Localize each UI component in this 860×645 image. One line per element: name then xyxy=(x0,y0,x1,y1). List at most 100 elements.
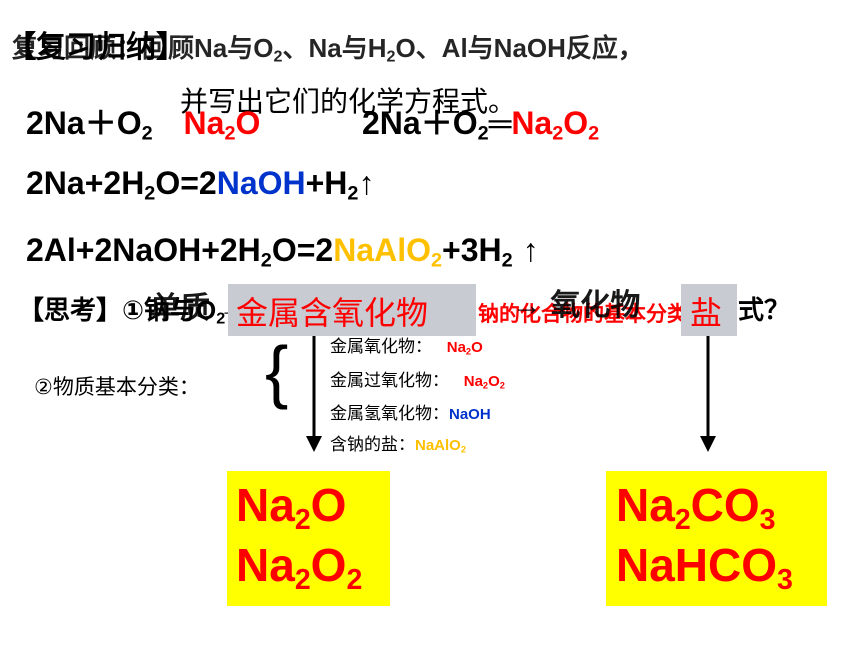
formula-na: Na xyxy=(236,539,295,591)
sub: 2 xyxy=(273,47,283,66)
salt-box-label: 盐 xyxy=(690,288,722,334)
salt-answer-line1: Na2CO3 xyxy=(616,478,776,534)
formula-co: CO xyxy=(690,479,760,531)
sub: 2 xyxy=(224,122,236,145)
sub: 2 xyxy=(346,563,363,596)
classification-brace: { xyxy=(265,336,288,406)
oxide-box-text: 金属含氧化物 xyxy=(236,295,429,331)
salt-answer-line2: NaHCO3 xyxy=(616,538,793,594)
classification-label: ②物质基本分类： xyxy=(34,371,200,401)
sub: 2 xyxy=(588,122,600,145)
brace-glyph: { xyxy=(265,332,289,410)
sub: 2 xyxy=(144,182,156,205)
left-arrow-head xyxy=(306,436,322,452)
sub: 2 xyxy=(460,444,467,455)
sub: 3 xyxy=(777,563,793,596)
sub: 2 xyxy=(386,47,396,66)
eq3-left: 2Na+2H xyxy=(26,165,145,201)
class-item-name: 含钠的盐： xyxy=(330,435,415,454)
formula-o: O xyxy=(310,479,347,531)
class-item-formula: NaOH xyxy=(449,406,491,423)
sub: 2 xyxy=(552,122,564,145)
class-item-name: 金属过氧化物： xyxy=(330,371,449,390)
title-o: O、Al与NaOH反应， xyxy=(395,33,644,63)
eq4-left: 2Al+2NaOH+2H xyxy=(26,232,261,268)
think-right-text: → 氧化物 xyxy=(512,289,641,322)
oxide-box-label: 金属含氧化物 xyxy=(236,288,428,334)
sub: 2 xyxy=(141,122,153,145)
formula-part: Na xyxy=(446,339,466,356)
review-title-line2: 并写出它们的化学方程式。 xyxy=(180,80,516,120)
class-item-hydroxide: 金属氢氧化物：NaOH xyxy=(330,399,491,424)
oxide-box xyxy=(228,284,476,336)
think-middle-text: 钠的化合物的基本分类 xyxy=(478,303,688,326)
formula-part: Na xyxy=(463,373,483,390)
title-line2: 并写出它们的化学方程式。 xyxy=(180,86,517,117)
right-arrow-head xyxy=(700,436,716,452)
sub: 2 xyxy=(674,503,691,536)
classification-label-text: ②物质基本分类： xyxy=(34,376,200,399)
think-left-text: 【思考】①钠与O xyxy=(18,295,217,325)
think-right: → 氧化物 xyxy=(512,280,640,324)
class-item-oxide: 金属氧化物： Na2O xyxy=(330,332,483,357)
eq3-mid: O=2 xyxy=(155,165,217,201)
eq1-product-o: O xyxy=(235,105,261,141)
eq4-plus: +3H xyxy=(442,232,502,268)
eq2-product: Na2O2 xyxy=(511,105,599,143)
title-sep: 、Na与H xyxy=(282,33,387,63)
intro-text: 复习回顾：回顾 xyxy=(12,33,195,63)
class-item-name: 金属氧化物： xyxy=(330,337,432,356)
question-end-text: 式？ xyxy=(738,295,791,325)
sub: 2 xyxy=(294,503,311,536)
eq4-mid: O=2 xyxy=(271,232,334,268)
eq1-product-na: Na xyxy=(183,105,225,141)
eq2-left: 2Na＋O xyxy=(362,105,478,141)
eq2-equals: ═ xyxy=(488,105,512,141)
salt-box-text: 盐 xyxy=(690,295,723,331)
class-item-formula: Na2O2 xyxy=(464,373,505,390)
eq4-naalo: NaAlO2 xyxy=(333,232,442,270)
eq1-product: Na2O xyxy=(183,105,261,143)
eq3-plus: +H xyxy=(305,165,348,201)
sub: 2 xyxy=(482,380,489,391)
oxide-answer-line1: Na2O xyxy=(236,478,347,534)
think-middle: 钠的化合物的基本分类 xyxy=(478,298,688,328)
class-item-salt: 含钠的盐：NaAlO2 xyxy=(330,430,466,455)
sub: 2 xyxy=(347,182,359,205)
formula-na: Na xyxy=(236,479,295,531)
review-heading-title: 【复习归纳】 xyxy=(6,31,186,64)
class-item-formula: NaAlO2 xyxy=(415,437,466,454)
formula-o: O xyxy=(310,539,347,591)
sub: 2 xyxy=(477,122,489,145)
sub: 3 xyxy=(759,503,776,536)
oxide-answer-line2: Na2O2 xyxy=(236,538,362,594)
class-item-peroxide: 金属过氧化物： Na2O2 xyxy=(330,366,505,391)
equation-3: 2Na+2H2O=2NaOH+H2↑ xyxy=(26,165,375,205)
equation-4: 2Al+2NaOH+2H2O=2NaAlO2+3H2↑ xyxy=(26,232,539,272)
sub: 2 xyxy=(465,346,472,357)
formula-nahco: NaHCO xyxy=(616,539,778,591)
oxide-answer-box xyxy=(227,471,390,606)
equation-2: 2Na＋O2═Na2O2 xyxy=(362,98,599,144)
eq4-arrow: ↑ xyxy=(522,232,539,268)
eq1-left: 2Na＋O xyxy=(26,105,142,141)
think-question-end: 式？ xyxy=(738,290,790,327)
formula-na: Na xyxy=(616,479,675,531)
sub: 2 xyxy=(216,309,226,328)
class-item-name: 金属氢氧化物： xyxy=(330,404,449,423)
sub: 2 xyxy=(260,249,272,272)
class-item-formula: Na2O xyxy=(447,339,483,356)
eq3-arrow: ↑ xyxy=(358,165,375,201)
think-left: 【思考】①钠与O2 xyxy=(18,290,225,327)
formula-tail: O xyxy=(471,339,483,356)
sub: 2 xyxy=(430,249,443,272)
sub: 2 xyxy=(499,380,505,391)
eq2-product-na: Na xyxy=(511,105,553,141)
sub: 2 xyxy=(294,563,311,596)
title-na: Na与O xyxy=(194,33,274,63)
eq2-product-o: O xyxy=(563,105,589,141)
salt-box xyxy=(681,284,737,336)
sub: 2 xyxy=(501,249,513,272)
review-heading: 【复习归纳】 xyxy=(6,22,186,66)
review-title-line1: 复习回顾：回顾Na与O2、Na与H2O、Al与NaOH反应， xyxy=(12,28,644,65)
